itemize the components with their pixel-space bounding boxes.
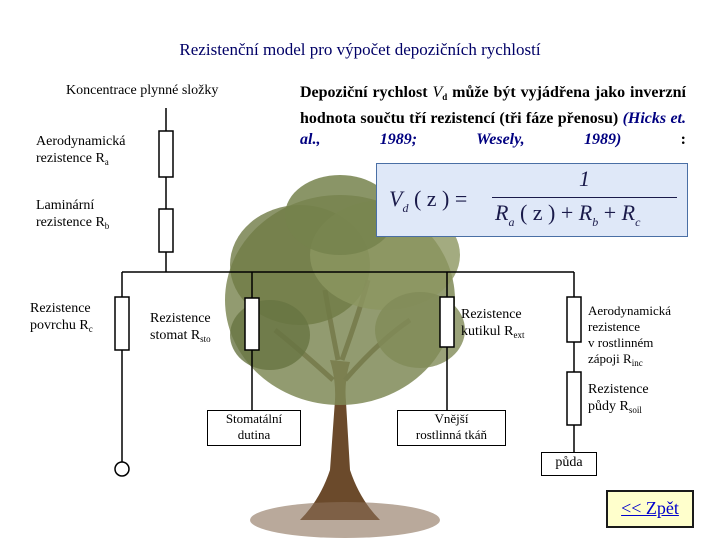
box-outer-plant-tissue: Vnější rostlinná tkáň <box>397 410 506 446</box>
label-stomatal-resistance: Rezistence stomat Rsto <box>150 311 211 344</box>
box-stomatal-cavity: Stomatální dutina <box>207 410 301 446</box>
formula-box: Vd ( z ) = 1 Ra ( z ) + Rb + Rc <box>376 163 688 237</box>
label-koncentrace: Koncentrace plynné složky <box>66 83 219 98</box>
resistor-rsto <box>244 297 260 351</box>
label-cuticular-resistance: Rezistence kutikul Rext <box>461 307 525 340</box>
resistor-rext <box>439 296 455 348</box>
label-soil-resistance: Rezistence půdy Rsoil <box>588 382 649 415</box>
ground-terminal <box>114 461 130 477</box>
resistor-rc <box>114 296 130 351</box>
formula-lhs: Vd ( z ) = <box>389 186 468 215</box>
resistor-rsoil <box>566 371 582 426</box>
resistor-rinc <box>566 296 582 343</box>
label-surface-resistance: Rezistence povrchu Rc <box>30 301 93 334</box>
box-soil: půda <box>541 452 597 476</box>
label-aerodynamic-resistance: Aerodynamická rezistence Ra <box>36 134 126 167</box>
formula-fraction-bar <box>492 197 677 198</box>
resistor-rb <box>158 208 174 253</box>
label-laminar-resistance: Laminární rezistence Rb <box>36 198 110 231</box>
description-text: Depoziční rychlost Vd může být vyjádřena… <box>300 84 687 148</box>
label-canopy-resistance: Aerodynamická rezistence v rostlinném zá… <box>588 303 672 368</box>
formula-denominator: Ra ( z ) + Rb + Rc <box>495 200 641 229</box>
formula-numerator: 1 <box>579 166 590 191</box>
back-button[interactable]: << Zpět <box>606 490 694 528</box>
page-title: Rezistenční model pro výpočet depozičníc… <box>179 40 541 59</box>
resistor-ra <box>158 130 174 178</box>
